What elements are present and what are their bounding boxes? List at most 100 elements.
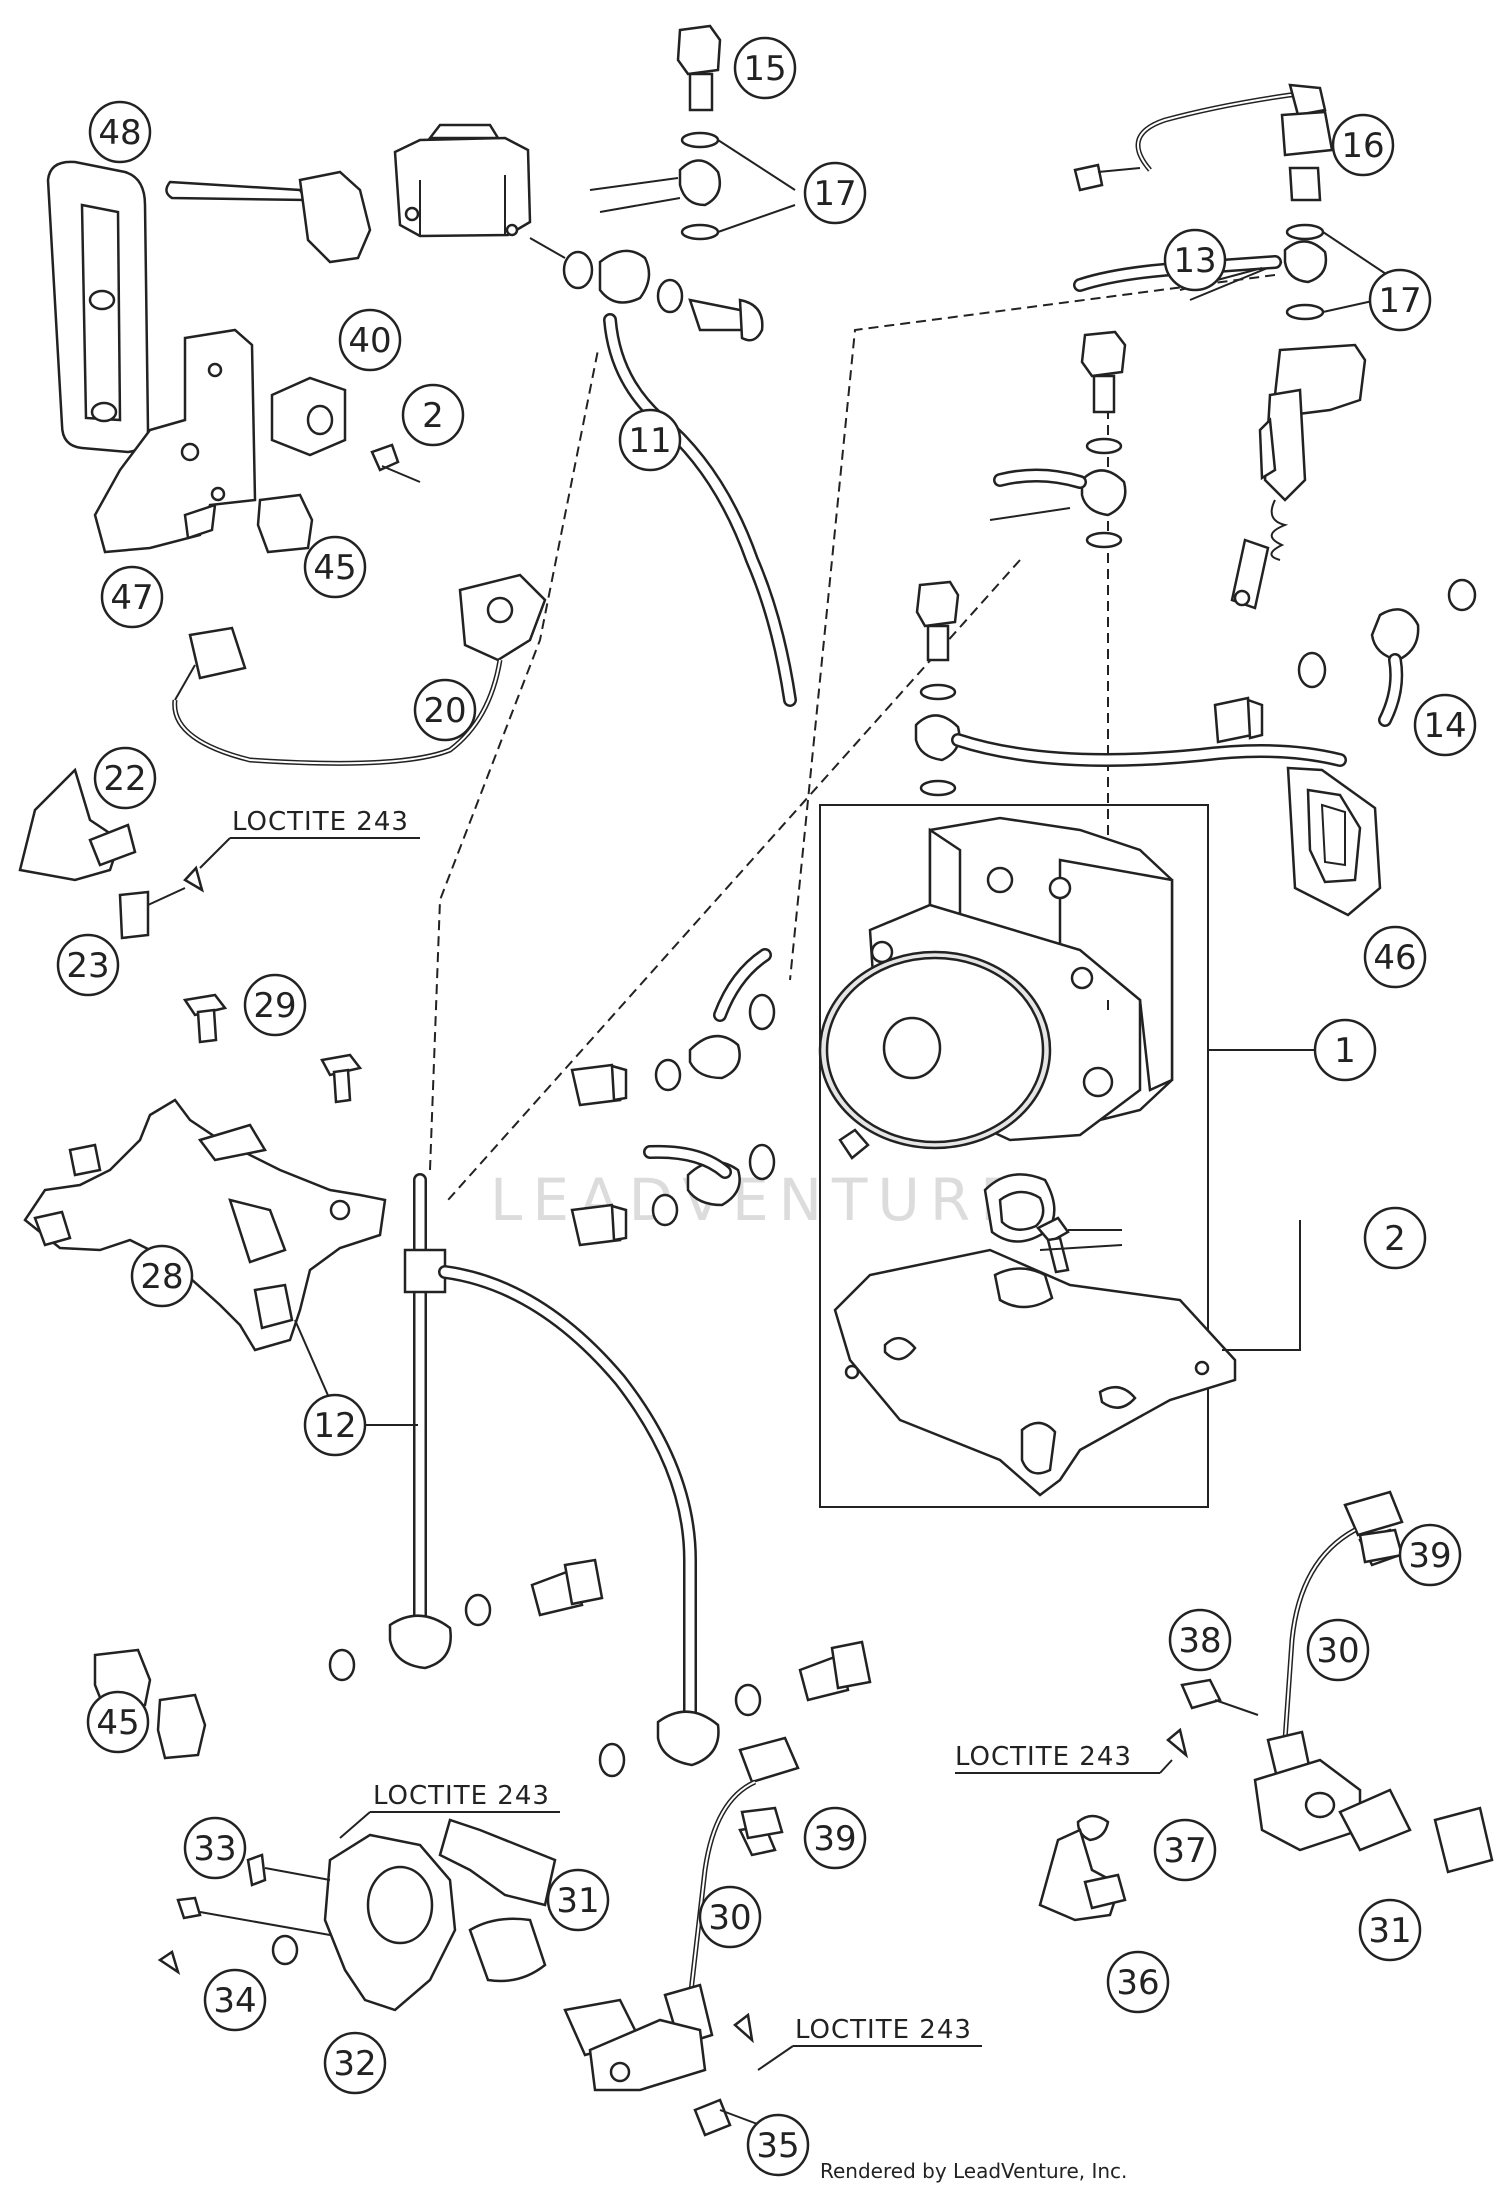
bracket-plate	[46, 160, 257, 554]
callout-c35: 35	[746, 2113, 810, 2177]
callout-number: 2	[1384, 1219, 1406, 1259]
callout-circle	[803, 1806, 867, 1870]
callout-number: 47	[110, 578, 153, 618]
callout-c1: 1	[1313, 1018, 1377, 1082]
callout-c39b: 39	[803, 1806, 867, 1870]
callout-circle	[243, 973, 307, 1037]
brake-caliper-32	[157, 1818, 557, 2012]
callout-circle	[1398, 1523, 1462, 1587]
callout-c31a: 31	[546, 1868, 610, 1932]
foot-brake-master-cylinder	[1230, 343, 1367, 610]
callout-circle	[323, 2031, 387, 2095]
callout-circle	[1363, 925, 1427, 989]
callout-c11: 11	[618, 408, 682, 472]
hand-brake-master-cylinder	[165, 123, 566, 264]
callout-number: 45	[313, 548, 356, 588]
callout-number: 35	[756, 2126, 799, 2166]
callout-circle	[303, 535, 367, 599]
callout-number: 39	[1408, 1536, 1451, 1576]
brake-line-12	[328, 1173, 872, 1778]
banjo-column-center	[989, 330, 1127, 549]
pressure-switch-16	[1073, 83, 1396, 321]
callout-number: 11	[628, 421, 671, 461]
callout-circle	[1363, 1206, 1427, 1270]
callout-number: 22	[103, 759, 146, 799]
loctite-note-b-text: LOCTITE 243	[955, 1742, 1132, 1772]
callout-circle	[1306, 1618, 1370, 1682]
callout-number: 28	[140, 1257, 183, 1297]
callout-c30b: 30	[698, 1885, 762, 1949]
loctite-note-d-text: LOCTITE 243	[795, 2015, 972, 2045]
callout-circle	[546, 1868, 610, 1932]
callout-circle	[698, 1885, 762, 1949]
callout-number: 17	[813, 174, 856, 214]
callout-number: 37	[1163, 1831, 1206, 1871]
callout-c46: 46	[1363, 925, 1427, 989]
callout-number: 31	[556, 1881, 599, 1921]
wheel-speed-sensor-30-lower	[588, 1736, 800, 2137]
callout-number: 33	[193, 1829, 236, 1869]
callout-circle	[746, 2113, 810, 2177]
callout-circle	[303, 1393, 367, 1457]
callout-number: 2	[422, 396, 444, 436]
callout-number: 14	[1423, 706, 1466, 746]
callout-circle	[401, 383, 465, 447]
loctite-note-a-text: LOCTITE 243	[232, 807, 409, 837]
abs-hydraulic-unit	[818, 816, 1174, 1243]
callout-c36: 36	[1106, 1950, 1170, 2014]
callout-number: 20	[423, 691, 466, 731]
callout-circle	[56, 933, 120, 997]
callout-number: 38	[1178, 1621, 1221, 1661]
callout-number: 13	[1173, 241, 1216, 281]
callout-c2b: 2	[1363, 1206, 1427, 1270]
callout-circle	[1106, 1950, 1170, 2014]
wheel-speed-sensor-20	[172, 573, 547, 766]
loctite-note-c-text: LOCTITE 243	[373, 1781, 550, 1811]
callout-c32: 32	[323, 2031, 387, 2095]
callout-number: 30	[708, 1898, 751, 1938]
callout-number: 1	[1334, 1031, 1356, 1071]
callout-number: 45	[96, 1703, 139, 1743]
callout-c15: 15	[733, 36, 797, 100]
callout-circle	[1358, 1898, 1422, 1962]
callout-c38: 38	[1168, 1608, 1232, 1672]
callout-circle	[88, 100, 152, 164]
banjo-bolt-15	[589, 24, 796, 241]
callout-number: 12	[313, 1406, 356, 1446]
callout-circle	[413, 678, 477, 742]
screw-2-right	[1036, 1216, 1122, 1274]
callout-c47: 47	[100, 565, 164, 629]
callout-circle	[1163, 228, 1227, 292]
callout-circle	[183, 1816, 247, 1880]
callout-number: 40	[348, 321, 391, 361]
sensor-bracket-36	[1038, 1828, 1127, 1922]
banjo-fitting-11	[562, 249, 797, 707]
callout-leaders	[1039, 1000, 1318, 1251]
dashed-leaders	[429, 274, 1276, 1201]
callout-number: 46	[1373, 938, 1416, 978]
callout-circle	[1168, 1608, 1232, 1672]
spacer-sleeve-31-lower	[468, 1917, 642, 2057]
callout-circle	[86, 1690, 150, 1754]
clamp-40	[256, 376, 421, 554]
wheel-speed-sensor-30-upper	[1253, 1490, 1494, 1874]
callout-circle	[733, 36, 797, 100]
abs-unit-frame	[819, 804, 1209, 1508]
callout-circle	[203, 1968, 267, 2032]
loctite-note-b: LOCTITE 243	[955, 1742, 1173, 1774]
callout-circle	[93, 746, 157, 810]
callout-c28: 28	[130, 1244, 194, 1308]
callout-number: 48	[98, 113, 141, 153]
banjo-column-left	[914, 580, 1347, 797]
callout-circle	[618, 408, 682, 472]
callout-circle	[130, 1244, 194, 1308]
callout-c29: 29	[243, 973, 307, 1037]
callout-c20: 20	[413, 678, 477, 742]
callout-number: 39	[813, 1819, 856, 1859]
callout-circle	[1413, 693, 1477, 757]
clip-39-upper	[1358, 1528, 1404, 1564]
callout-number: 31	[1368, 1911, 1411, 1951]
